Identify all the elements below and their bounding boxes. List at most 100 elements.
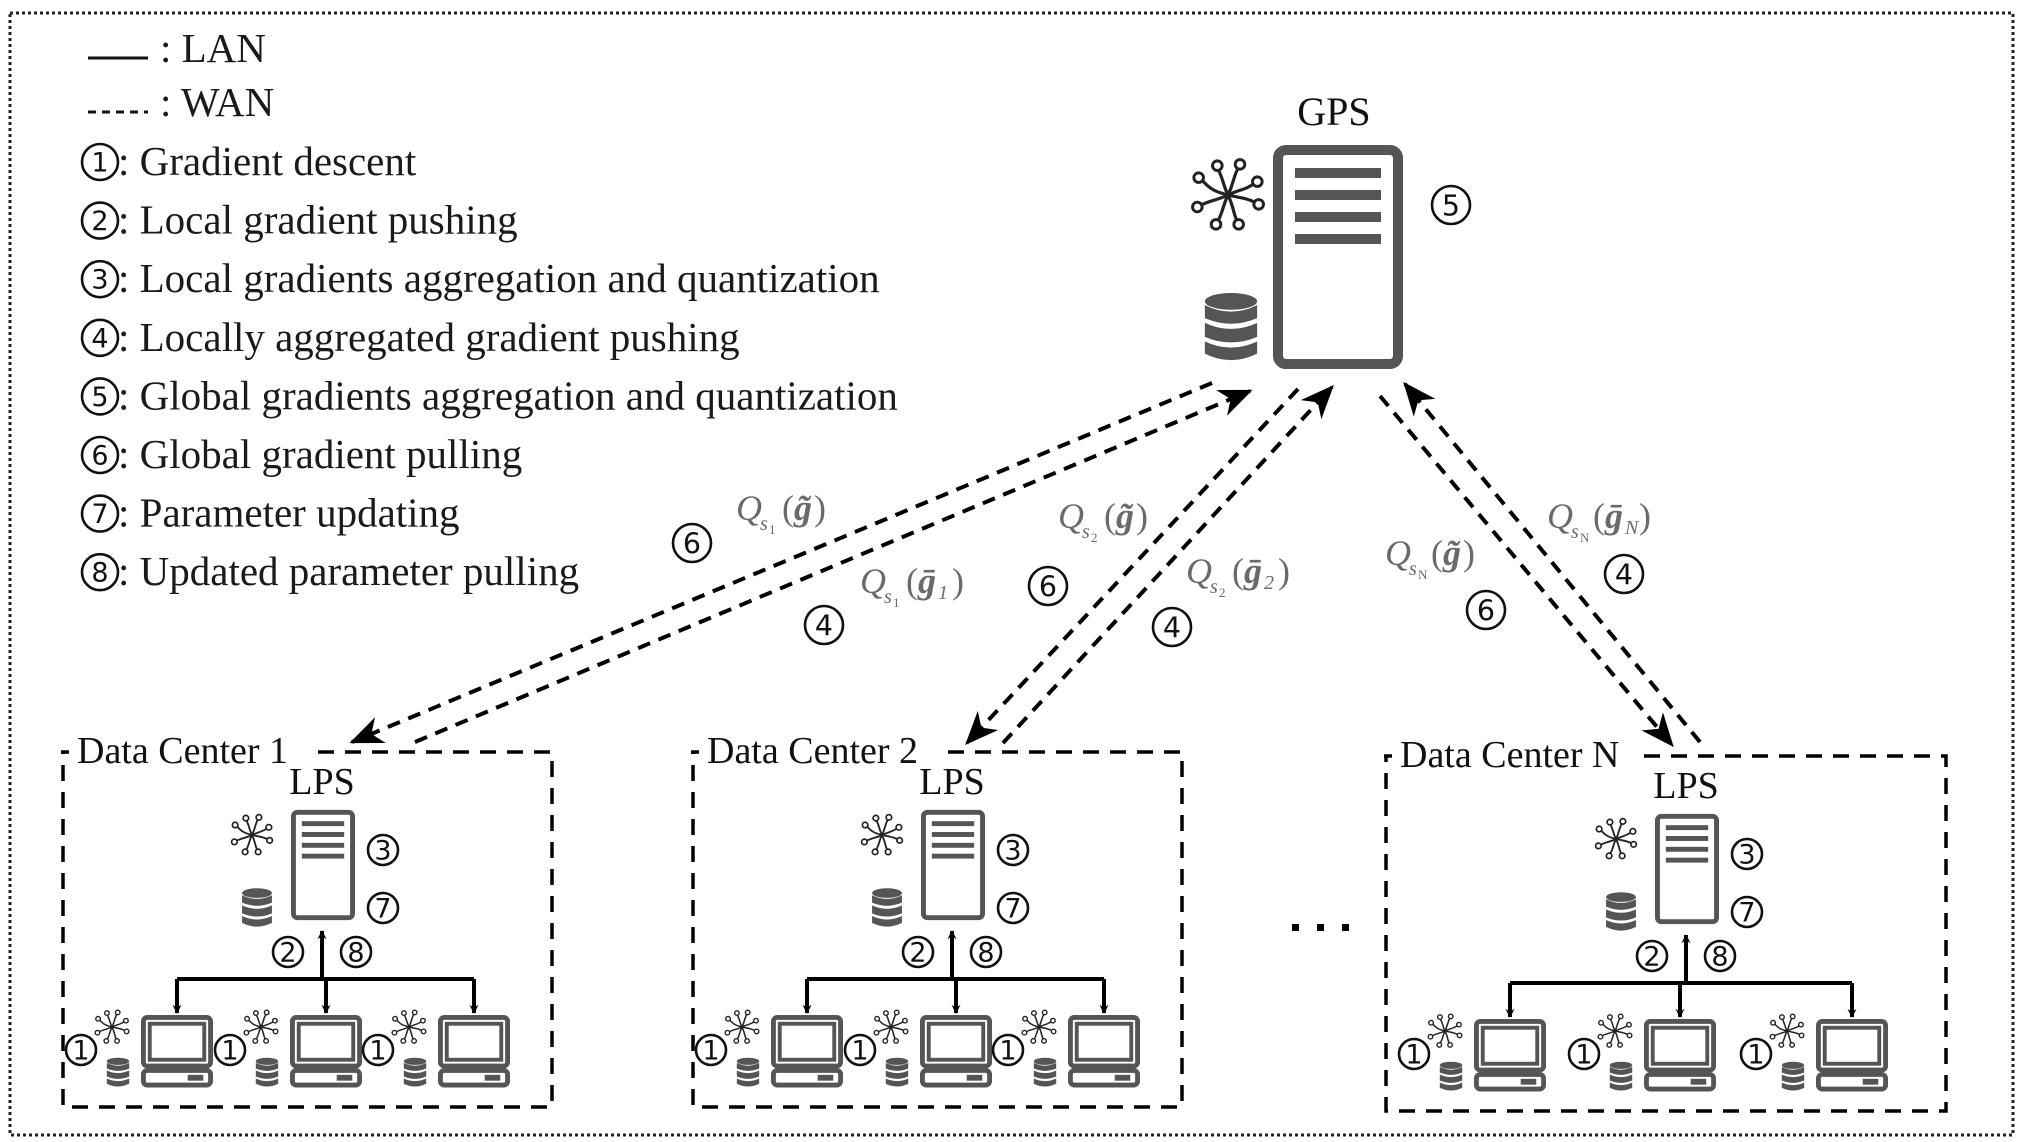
worker-computer-icon	[440, 1017, 507, 1085]
link-step-badge-down: 6	[1027, 565, 1069, 607]
worker-step-badge: 1	[1739, 1037, 1773, 1071]
lan-step-badge: 2	[1635, 939, 1669, 973]
paren-open: (	[1593, 496, 1605, 536]
q-symbol: Q	[1547, 496, 1573, 536]
legend-step-item: 8 : Updated parameter pulling	[80, 548, 579, 594]
step-number: 1	[221, 1036, 238, 1067]
lps-neural-network-icon	[860, 813, 904, 856]
step-number: 2	[91, 206, 108, 237]
worker-database-icon	[1609, 1061, 1633, 1091]
legend-step-text: : Gradient descent	[118, 138, 417, 184]
step-circle	[843, 1033, 877, 1067]
worker-neural-network-icon	[1427, 1013, 1463, 1048]
legend-step-item: 1 : Gradient descent	[80, 138, 417, 184]
worker-neural-network-icon	[724, 1009, 760, 1044]
data-center-border	[1384, 754, 1948, 1113]
ellipsis-dot	[1292, 924, 1299, 931]
step-number: 1	[91, 148, 108, 179]
step-number: 7	[374, 894, 391, 925]
paren-open: (	[782, 488, 794, 528]
lps-step-badge: 7	[1730, 895, 1764, 929]
step-number: 6	[1039, 571, 1057, 604]
step-circle	[366, 833, 400, 867]
q-subscript: s	[1082, 521, 1090, 543]
legend-step-badge: 8	[80, 552, 120, 592]
worker-node: 1	[1567, 983, 1714, 1091]
step-circle	[80, 201, 120, 240]
step-circle	[80, 318, 120, 358]
legend-step-text: : Local gradients aggregation and quanti…	[118, 255, 880, 301]
data-center-title: Data Center N	[1400, 734, 1619, 776]
paren-close: )	[1463, 533, 1475, 573]
step-circle	[991, 1033, 1025, 1067]
step-circle	[366, 891, 400, 925]
legend-step-text: : Local gradient pushing	[118, 197, 518, 243]
q-subscript: s	[884, 586, 892, 608]
worker-step-badge: 1	[213, 1033, 247, 1067]
legend-step-badge: 2	[80, 201, 120, 240]
step-circle	[1465, 589, 1507, 631]
step-circle	[271, 935, 305, 969]
lps-step-badge: 3	[996, 833, 1030, 867]
step-number: 1	[851, 1036, 868, 1067]
legend-step-item: 4: Locally aggregated gradient pushing	[80, 314, 740, 360]
legend-step-item: 3: Local gradients aggregation and quant…	[80, 255, 880, 301]
wan-links	[349, 381, 1702, 748]
q-subscript: s	[760, 513, 768, 535]
step-number: 7	[1738, 898, 1755, 929]
q-symbol: Q	[860, 561, 886, 601]
step-circle	[1739, 1037, 1773, 1071]
gradient-symbol: ḡ	[917, 561, 936, 601]
step-number: 6	[91, 441, 108, 472]
step-circle	[803, 604, 845, 646]
worker-neural-network-icon	[1769, 1013, 1805, 1048]
data-center-border	[691, 750, 1184, 1109]
ellipsis-dot	[1342, 924, 1349, 931]
worker-neural-network-icon	[243, 1009, 279, 1044]
worker-database-icon	[403, 1057, 427, 1087]
worker-step-badge: 1	[843, 1033, 877, 1067]
legend-step-text: : Updated parameter pulling	[118, 548, 579, 594]
legend-step-badge: 5	[80, 377, 120, 416]
step-number: 1	[702, 1036, 719, 1067]
step-number: 4	[1163, 612, 1181, 645]
lan-step-badge: 8	[339, 935, 373, 969]
paren-close: )	[1278, 551, 1290, 591]
lan-step-badge: 2	[271, 935, 305, 969]
worker-node: 1	[694, 979, 841, 1087]
lan-step-badge: 8	[969, 935, 1003, 969]
step-number: 1	[1747, 1040, 1764, 1071]
step-circle	[1151, 606, 1193, 648]
gradient-symbol: ḡ	[1604, 496, 1623, 536]
wan-up-dc1	[414, 389, 1253, 744]
worker-step-badge: 1	[1567, 1037, 1601, 1071]
lps-step-badge: 3	[366, 833, 400, 867]
legend-step-item: 7: Parameter updating	[80, 490, 460, 536]
data-center-border	[61, 750, 554, 1109]
step-circle	[1730, 895, 1764, 929]
gps-database-icon	[1204, 292, 1258, 361]
gradient-subscript: N	[1624, 517, 1640, 539]
paren-close: )	[1136, 496, 1148, 536]
worker-node: 1	[991, 979, 1138, 1087]
step-number: 1	[1575, 1040, 1592, 1071]
step-circle	[1603, 553, 1645, 595]
worker-node: 1	[1397, 983, 1544, 1091]
worker-step-badge: 1	[991, 1033, 1025, 1067]
wan-down-dc2	[965, 387, 1300, 746]
step-number: 7	[1004, 894, 1021, 925]
legend-step-text: : Global gradients aggregation and quant…	[118, 372, 898, 418]
paren-close: )	[814, 488, 826, 528]
worker-neural-network-icon	[391, 1009, 427, 1044]
q-subsubscript: 1	[769, 522, 776, 537]
link-step-badge-up: 4	[1603, 553, 1645, 595]
legend-step-badge: 1	[80, 142, 120, 182]
step-circle	[64, 1033, 98, 1067]
step-number: 8	[91, 558, 108, 589]
